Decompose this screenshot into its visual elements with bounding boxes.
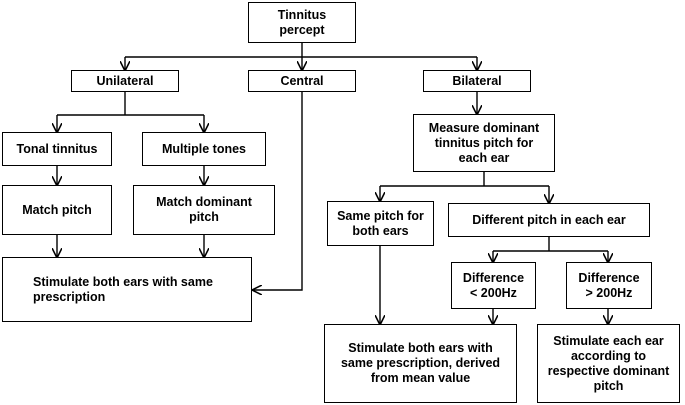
- node-match-dominant-pitch: Match dominant pitch: [133, 185, 275, 235]
- node-stimulate-each-ear: Stimulate each ear according to respecti…: [537, 324, 680, 403]
- node-bilateral: Bilateral: [423, 70, 531, 92]
- node-difference-more-200hz: Difference > 200Hz: [566, 262, 652, 309]
- node-unilateral: Unilateral: [71, 70, 179, 92]
- node-same-pitch-both-ears: Same pitch for both ears: [327, 201, 434, 246]
- node-tonal-tinnitus: Tonal tinnitus: [2, 132, 112, 166]
- node-tinnitus-percept: Tinnitus percept: [248, 2, 356, 43]
- node-match-pitch: Match pitch: [2, 185, 112, 235]
- node-different-pitch-each-ear: Different pitch in each ear: [448, 203, 650, 237]
- node-stimulate-both-mean: Stimulate both ears with same prescripti…: [324, 324, 517, 403]
- node-multiple-tones: Multiple tones: [142, 132, 266, 166]
- node-central: Central: [248, 70, 356, 92]
- node-measure-dominant: Measure dominant tinnitus pitch for each…: [413, 114, 555, 172]
- node-difference-less-200hz: Difference < 200Hz: [451, 262, 536, 309]
- node-stimulate-both-same: Stimulate both ears with same prescripti…: [2, 257, 252, 322]
- edge-central-to-stimulate: [253, 92, 303, 290]
